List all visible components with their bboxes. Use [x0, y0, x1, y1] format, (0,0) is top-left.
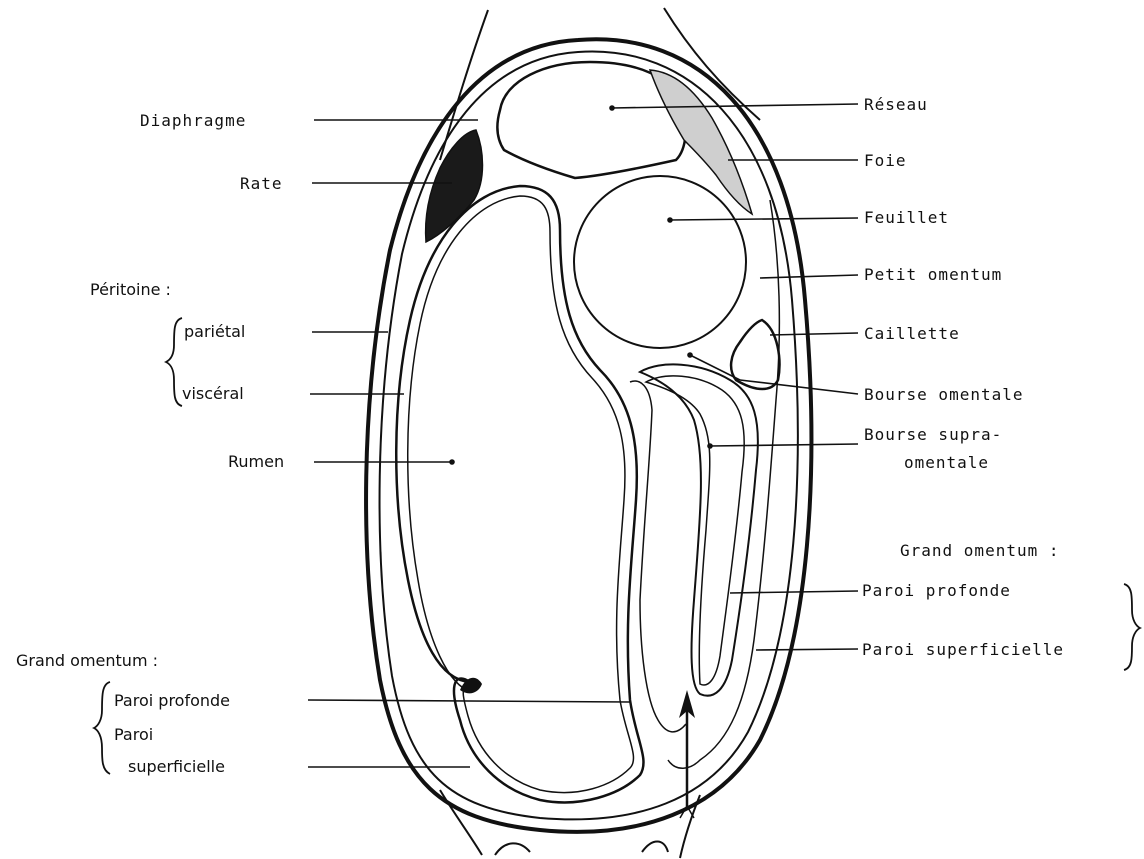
- label-bourse-supra-line2: omentale: [904, 453, 989, 472]
- liver-shape: [650, 70, 752, 214]
- leader-dots: [449, 105, 713, 465]
- label-reseau: Réseau: [864, 95, 928, 114]
- label-grand-omentum-right: Grand omentum :: [900, 541, 1060, 560]
- rumen-wall: [396, 186, 643, 802]
- label-bourse-supra-line1: Bourse supra-: [864, 425, 1002, 444]
- left-leader-lines: [308, 120, 630, 767]
- label-peritoine: Péritoine :: [90, 280, 171, 299]
- label-rate: Rate: [240, 174, 283, 193]
- label-superficielle-left: superficielle: [128, 757, 225, 776]
- label-foie: Foie: [864, 151, 907, 170]
- label-paroi-profonde-right: Paroi profonde: [862, 581, 1011, 600]
- spleen-shape: [426, 130, 483, 242]
- label-bourse-omentale: Bourse omentale: [864, 385, 1024, 404]
- label-parietal: pariétal: [184, 322, 245, 341]
- label-grand-omentum-left: Grand omentum :: [16, 651, 158, 670]
- label-petit-omentum: Petit omentum: [864, 265, 1002, 284]
- supra-omental-recess-wall: [630, 364, 758, 731]
- flow-arrow: [679, 690, 695, 818]
- label-caillette: Caillette: [864, 324, 960, 343]
- label-paroi-left: Paroi: [114, 725, 153, 744]
- label-paroi-profonde-left: Paroi profonde: [114, 691, 230, 710]
- label-diaphragme: Diaphragme: [140, 111, 246, 130]
- omasum-shape: [574, 176, 746, 348]
- label-feuillet: Feuillet: [864, 208, 949, 227]
- label-visceral: viscéral: [182, 384, 244, 403]
- label-paroi-superficielle-right: Paroi superficielle: [862, 640, 1064, 659]
- label-rumen: Rumen: [228, 452, 284, 471]
